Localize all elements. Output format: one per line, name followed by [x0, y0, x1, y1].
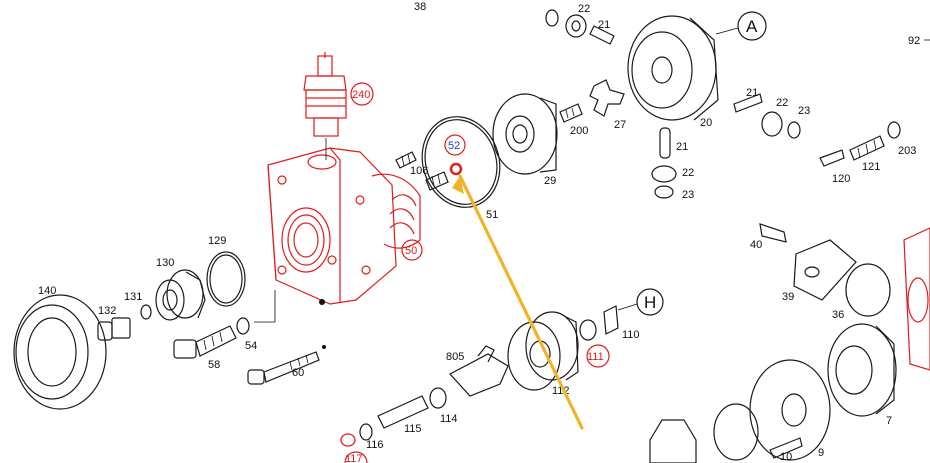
- label-240: 240: [352, 89, 370, 101]
- label-27: 27: [614, 119, 626, 131]
- part-22a-bushing[interactable]: [565, 14, 587, 38]
- label-39: 39: [782, 291, 794, 303]
- callout-H[interactable]: [636, 288, 664, 316]
- label-805: 805: [446, 351, 464, 363]
- label-22b: 22: [776, 97, 788, 109]
- part-117-plug[interactable]: [340, 433, 356, 447]
- label-58: 58: [208, 359, 220, 371]
- label-129: 129: [208, 235, 226, 247]
- part-21b-pin[interactable]: [733, 93, 763, 113]
- part-20-cam-ring[interactable]: [627, 15, 719, 121]
- part-40-screw[interactable]: [759, 223, 787, 243]
- part-106-spring[interactable]: [395, 151, 449, 191]
- label-22a: 22: [578, 3, 590, 15]
- part-10-screw[interactable]: [769, 437, 803, 459]
- part-200-spring[interactable]: [559, 103, 583, 123]
- part-22c-bushing[interactable]: [651, 165, 677, 183]
- label-92: 92: [908, 35, 920, 47]
- label-38: 38: [414, 1, 426, 13]
- part-116-spring[interactable]: [359, 423, 373, 441]
- label-51: 51: [486, 209, 498, 221]
- callout-50[interactable]: [401, 239, 423, 261]
- label-115: 115: [404, 423, 422, 435]
- label-36: 36: [832, 309, 844, 321]
- part-114-washer[interactable]: [429, 387, 447, 409]
- callout-A[interactable]: [737, 11, 767, 41]
- label-130: 130: [156, 257, 174, 269]
- part-110-key[interactable]: [603, 305, 619, 335]
- callout-H-label: H: [644, 293, 656, 312]
- callout-111[interactable]: [586, 344, 610, 368]
- part-140-seal-ring[interactable]: [13, 294, 107, 410]
- part-23b-washer[interactable]: [654, 185, 674, 199]
- part-805-coupling[interactable]: [449, 345, 509, 397]
- label-121: 121: [862, 161, 880, 173]
- part-9-plate[interactable]: [749, 359, 831, 461]
- label-10: 10: [780, 451, 792, 463]
- part-132-plug[interactable]: [97, 317, 131, 341]
- part-22a-washer[interactable]: [545, 9, 559, 27]
- part-29-plate[interactable]: [492, 93, 558, 175]
- part-36-o-ring[interactable]: [845, 263, 891, 317]
- label-54: 54: [245, 340, 257, 352]
- label-200: 200: [570, 125, 588, 137]
- label-111: 111: [587, 351, 604, 363]
- part-111-washer[interactable]: [579, 319, 597, 341]
- callout-52[interactable]: [444, 134, 466, 156]
- part-130-fitting[interactable]: [155, 269, 206, 321]
- label-21b: 21: [746, 87, 758, 99]
- label-132: 132: [98, 305, 116, 317]
- part-21a-pin[interactable]: [589, 25, 615, 45]
- part-shim[interactable]: [713, 403, 759, 461]
- label-52: 52: [448, 140, 460, 152]
- label-114: 114: [440, 413, 458, 425]
- label-23b: 23: [682, 189, 694, 201]
- part-112-drive-gear[interactable]: [507, 311, 579, 391]
- part-60-bolt[interactable]: [247, 345, 326, 385]
- label-21a: 21: [598, 19, 610, 31]
- part-203-washer[interactable]: [887, 121, 901, 139]
- part-housing-edge: [903, 227, 930, 371]
- part-39-cover[interactable]: [793, 239, 857, 301]
- label-131: 131: [124, 291, 142, 303]
- part-129-o-ring[interactable]: [206, 251, 246, 307]
- callout-117[interactable]: [344, 451, 368, 463]
- label-60: 60: [292, 367, 304, 379]
- part-7-flange[interactable]: [827, 323, 897, 417]
- callout-240[interactable]: [350, 82, 374, 106]
- label-110: 110: [622, 329, 640, 341]
- part-21c-pin[interactable]: [659, 127, 671, 159]
- part-131-ring[interactable]: [140, 304, 152, 320]
- part-120-plunger[interactable]: [819, 149, 845, 167]
- label-117: 117: [345, 453, 363, 463]
- label-203: 203: [898, 145, 916, 157]
- part-115-shaft[interactable]: [377, 395, 429, 429]
- part-58-screw-fitting[interactable]: [173, 325, 237, 359]
- label-20: 20: [700, 117, 712, 129]
- label-140: 140: [38, 285, 56, 297]
- part-50-pump-housing[interactable]: [267, 147, 421, 305]
- label-21c: 21: [676, 141, 688, 153]
- label-9: 9: [818, 447, 824, 459]
- part-52-ring[interactable]: [449, 162, 463, 176]
- label-7: 7: [886, 415, 892, 427]
- part-27-cross[interactable]: [589, 79, 625, 117]
- part-gear[interactable]: [649, 419, 697, 463]
- label-120: 120: [832, 173, 850, 185]
- part-23a-washer[interactable]: [787, 121, 801, 139]
- part-22b-bushing[interactable]: [761, 111, 783, 137]
- part-240-solenoid[interactable]: [303, 52, 347, 160]
- label-116: 116: [366, 439, 384, 451]
- label-40: 40: [750, 239, 762, 251]
- label-22c: 22: [682, 167, 694, 179]
- label-29: 29: [544, 175, 556, 187]
- part-54-washer[interactable]: [236, 317, 250, 335]
- label-50: 50: [405, 245, 417, 257]
- label-23a: 23: [798, 105, 810, 117]
- part-121-spring[interactable]: [849, 135, 885, 161]
- pointer-arrow: [458, 174, 584, 430]
- callout-A-label: A: [746, 17, 758, 36]
